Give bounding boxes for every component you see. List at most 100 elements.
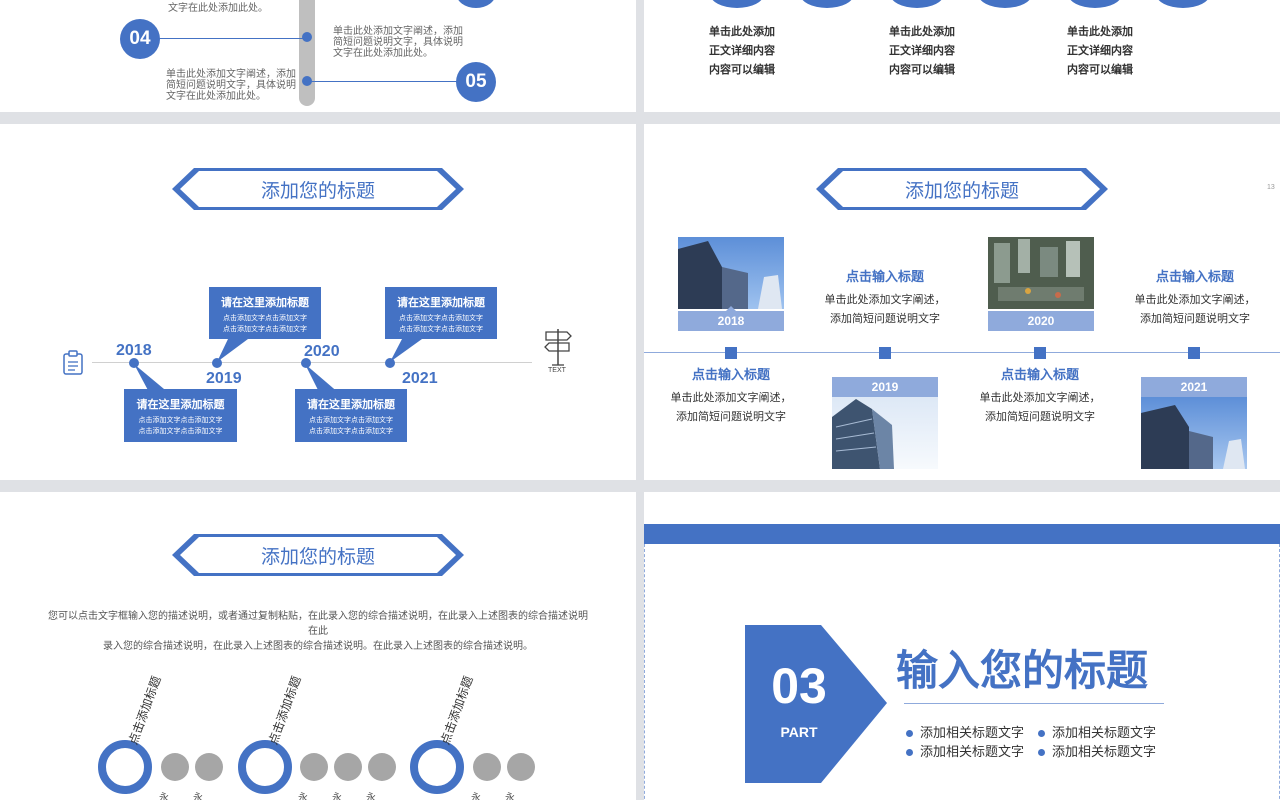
callout-2018: 请在这里添加标题 点击添加文字点击添加文字点击添加文字点击添加文字 xyxy=(124,389,237,442)
bullet-item: 添加相关标题文字 xyxy=(1038,742,1170,761)
page-number: 13 xyxy=(1267,184,1275,191)
slide-title: 添加您的标题 xyxy=(260,180,375,202)
connector-line xyxy=(158,38,308,39)
banner-shape xyxy=(172,168,464,210)
part-label: PART xyxy=(780,724,818,740)
item-2018-text: 点击输入标题 单击此处添加文字阐述，添加简短问题说明文字 xyxy=(670,367,792,423)
item-2019-text: 点击输入标题 单击此处添加文字阐述，添加简短问题说明文字 xyxy=(824,269,946,325)
title-banner: 添加您的标题 xyxy=(172,168,464,210)
title-underline xyxy=(904,703,1164,704)
ring-2 xyxy=(238,740,292,794)
banner-shape xyxy=(172,534,464,576)
year-label-2021: 2021 xyxy=(1141,377,1247,397)
rotated-label-1: 点击添加标题 xyxy=(125,674,164,747)
step-04-circle: 04 xyxy=(120,19,160,59)
bullet-item: 添加相关标题文字 xyxy=(906,742,1038,761)
year-label-2020: 2020 xyxy=(988,311,1094,331)
timeline-dot xyxy=(129,358,139,368)
rotated-label-2: 点击添加标题 xyxy=(265,674,304,747)
photo-buildings-2018 xyxy=(678,237,784,309)
callout-pointers xyxy=(134,339,422,394)
label-arrow xyxy=(725,306,737,312)
slide-photo-timeline: 添加您的标题 13 2018 点击输入标题 单击此处添加文字阐述，添加简短问题说… xyxy=(644,124,1280,480)
column-text-3: 单击此处添加正文详细内容内容可以编辑 xyxy=(1067,26,1133,76)
photo-buildings-2021 xyxy=(1141,397,1247,469)
column-circle-2 xyxy=(800,0,854,8)
year-label-2021: 2021 xyxy=(402,370,438,387)
photo-city-2020 xyxy=(988,237,1094,309)
small-glyph: 永 xyxy=(159,793,169,800)
title-banner: 添加您的标题 xyxy=(816,168,1108,210)
item-2021-text: 点击输入标题 单击此处添加文字阐述，添加简短问题说明文字 xyxy=(1134,269,1256,325)
column-circle-3 xyxy=(890,0,944,8)
slide-title: 添加您的标题 xyxy=(260,546,375,568)
small-glyph: 永 xyxy=(471,793,481,800)
year-label-2018: 2018 xyxy=(678,311,784,331)
rotated-label-3: 点击添加标题 xyxy=(437,674,476,747)
small-glyph: 永 xyxy=(298,793,308,800)
bullet-item: 添加相关标题文字 xyxy=(1038,723,1170,742)
column-circle-4 xyxy=(978,0,1032,8)
timeline-dot xyxy=(212,358,222,368)
top-bar xyxy=(644,524,1280,544)
gray-dot xyxy=(161,753,189,781)
timeline-marker xyxy=(1034,347,1046,359)
column-text-2: 单击此处添加正文详细内容内容可以编辑 xyxy=(889,26,955,76)
bullet-list: 添加相关标题文字 添加相关标题文字 添加相关标题文字 添加相关标题文字 xyxy=(906,723,1176,761)
step-03-circle-partial xyxy=(456,0,496,8)
step-05-circle: 05 xyxy=(456,62,496,102)
timeline-marker xyxy=(725,347,737,359)
ring-3 xyxy=(410,740,464,794)
item-2020-text: 点击输入标题 单击此处添加文字阐述，添加简短问题说明文字 xyxy=(979,367,1101,423)
gray-dot xyxy=(334,753,362,781)
slide-columns: 单击此处添加正文详细内容内容可以编辑 单击此处添加正文详细内容内容可以编辑 单击… xyxy=(644,0,1280,112)
signpost-label: TEXT xyxy=(548,367,566,374)
timeline-axis xyxy=(644,352,1280,353)
timeline-marker xyxy=(879,347,891,359)
description: 您可以点击文字框输入您的描述说明，或者通过复制粘贴，在此录入您的综合描述说明，在… xyxy=(48,611,588,652)
signpost-icon xyxy=(544,329,572,366)
callout-2019: 请在这里添加标题 点击添加文字点击添加文字点击添加文字点击添加文字 xyxy=(209,287,321,339)
year-label-2019: 2019 xyxy=(206,370,242,387)
ring-1 xyxy=(98,740,152,794)
section-number: 03 xyxy=(771,658,827,714)
timeline-dot xyxy=(385,358,395,368)
year-label-2018: 2018 xyxy=(116,342,152,359)
title-banner: 添加您的标题 xyxy=(172,534,464,576)
timeline-dot xyxy=(301,358,311,368)
connector-line-2 xyxy=(308,81,458,82)
step-04-text: 单击此处添加文字阐述，添加简短问题说明文字，具体说明文字在此处添加此处。 xyxy=(166,69,296,102)
small-glyph: 永 xyxy=(193,793,203,800)
callout-2021: 请在这里添加标题 点击添加文字点击添加文字点击添加文字点击添加文字 xyxy=(385,287,497,339)
slide-section-03: 03 PART 输入您的标题 添加相关标题文字 添加相关标题文字 添加相关标题文… xyxy=(644,492,1280,800)
timeline-marker xyxy=(1188,347,1200,359)
gray-dot xyxy=(300,753,328,781)
banner-shape xyxy=(816,168,1108,210)
small-glyph: 永 xyxy=(505,793,515,800)
callout-2020: 请在这里添加标题 点击添加文字点击添加文字点击添加文字点击添加文字 xyxy=(295,389,407,442)
section-title: 输入您的标题 xyxy=(896,647,1149,694)
slide-rings: 添加您的标题 您可以点击文字框输入您的描述说明，或者通过复制粘贴，在此录入您的综… xyxy=(0,492,636,800)
track-dot-2 xyxy=(302,76,312,86)
column-circle-1 xyxy=(710,0,764,8)
slide-title: 添加您的标题 xyxy=(904,180,1019,202)
year-label-2020: 2020 xyxy=(304,343,340,360)
gray-dot xyxy=(195,753,223,781)
part-arrow-shape xyxy=(745,625,887,783)
bullet-item: 添加相关标题文字 xyxy=(906,723,1038,742)
column-text-1: 单击此处添加正文详细内容内容可以编辑 xyxy=(709,26,775,76)
track-dot xyxy=(302,32,312,42)
photo-buildings-2019 xyxy=(832,397,938,469)
clipboard-icon xyxy=(63,350,83,375)
timeline-axis xyxy=(92,362,532,363)
column-circle-5 xyxy=(1068,0,1122,8)
gray-dot xyxy=(473,753,501,781)
small-glyph: 永 xyxy=(332,793,342,800)
gray-dot xyxy=(368,753,396,781)
slide-year-callouts: 添加您的标题 TEXT 2018 2019 2020 2021 请在这里添加标题… xyxy=(0,124,636,480)
year-label-2019: 2019 xyxy=(832,377,938,397)
small-glyph: 永 xyxy=(366,793,376,800)
vertical-track xyxy=(299,0,315,106)
slide-timeline-steps: 文字在此处添加此处。 04 单击此处添加文字阐述，添加简短问题说明文字，具体说明… xyxy=(0,0,636,112)
gray-dot xyxy=(507,753,535,781)
